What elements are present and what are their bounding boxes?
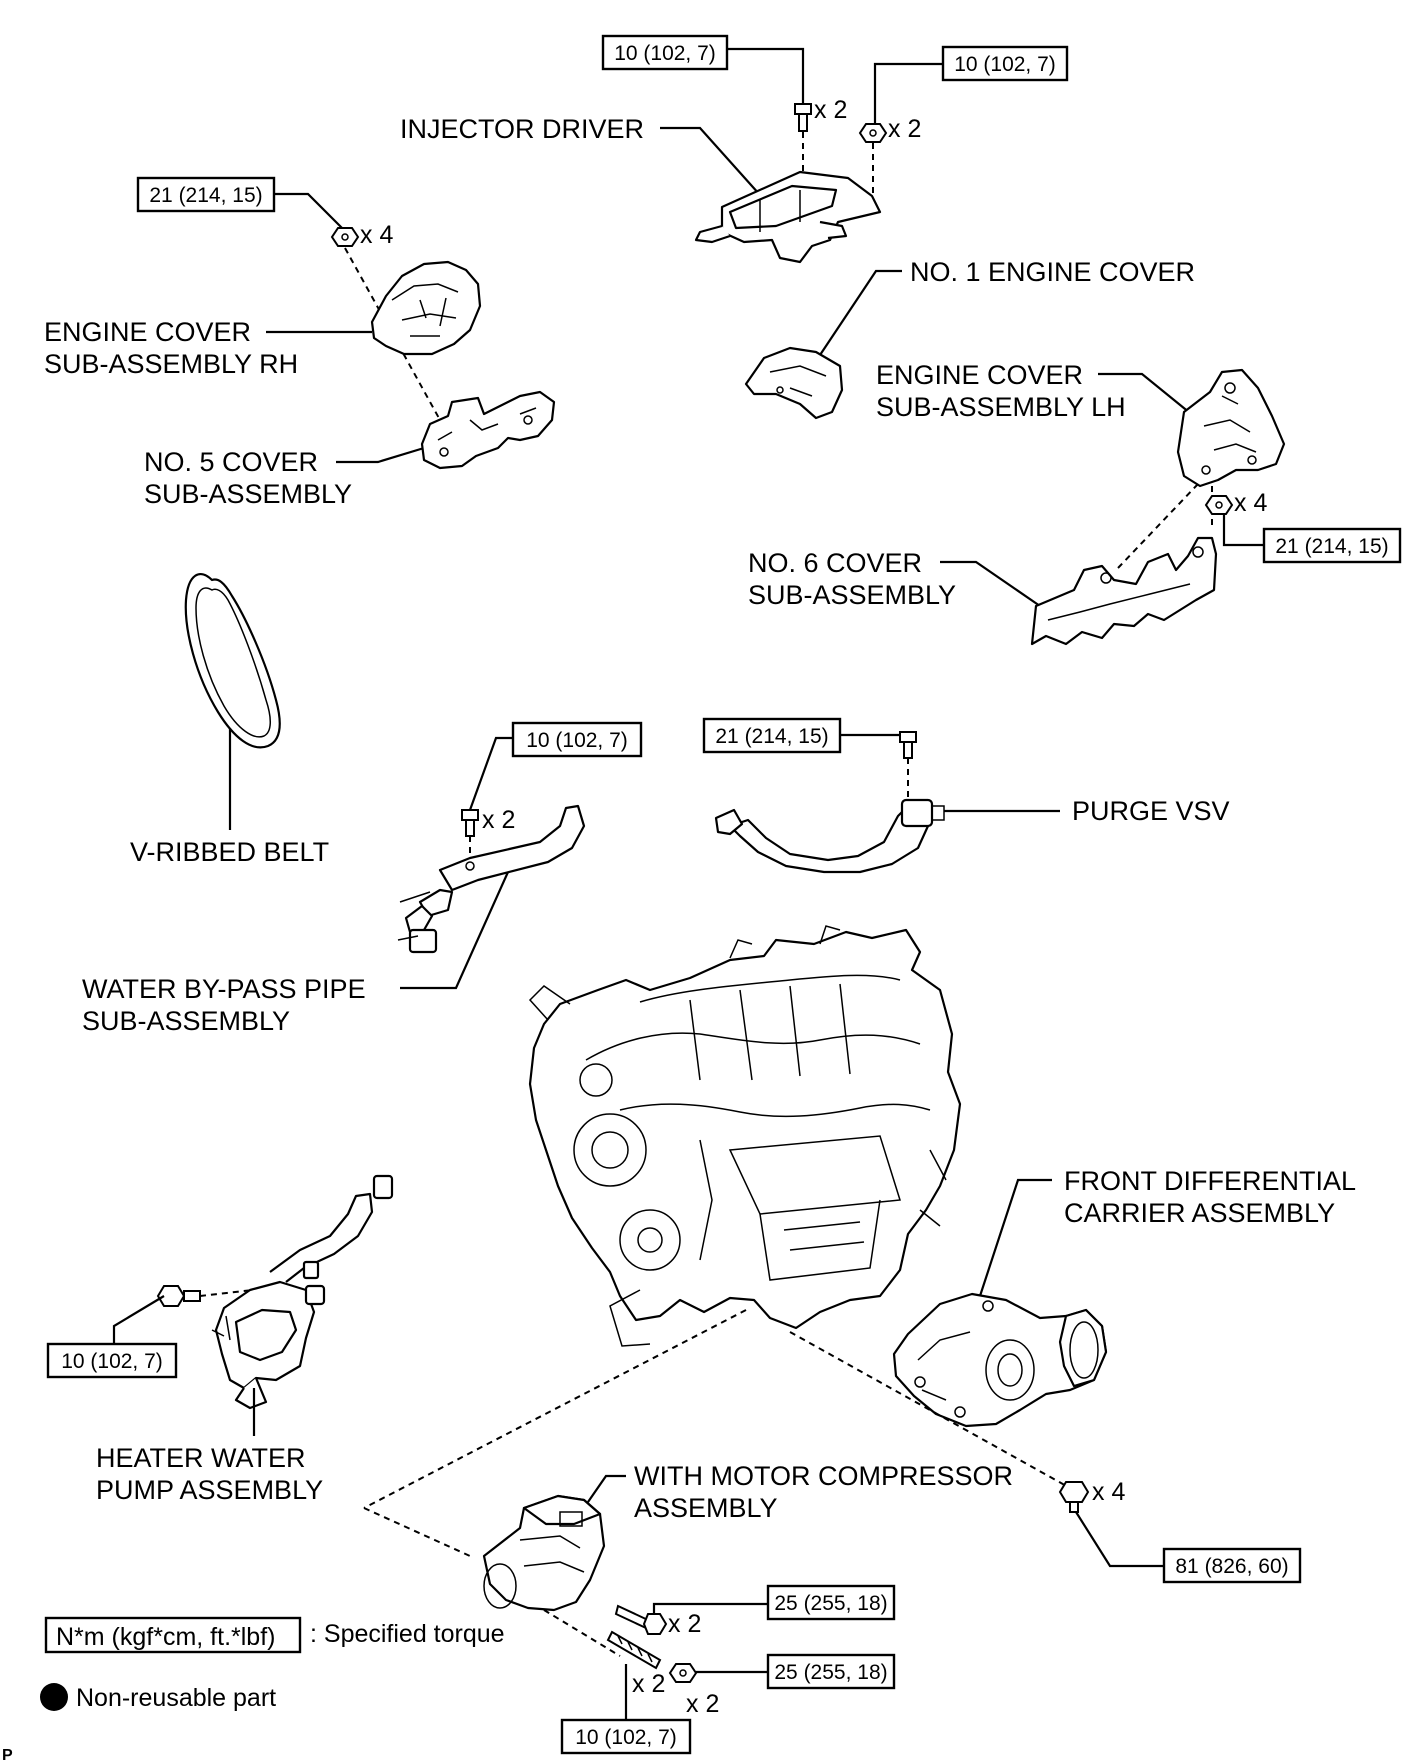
no6-cover-part — [1030, 536, 1218, 646]
label-engine-cover-lh-line2: SUB-ASSEMBLY LH — [876, 392, 1126, 422]
engine-cover-rh-group: 21 (214, 15) x 4 ENGINE COVER SUB-ASSEMB… — [44, 176, 482, 421]
torque-diff-bolt: 81 (826, 60) — [1175, 1555, 1288, 1578]
no5-cover-part — [420, 390, 556, 470]
nut-icon — [1204, 495, 1234, 515]
engine-cover-rh-part — [370, 260, 482, 356]
heater-pump-part — [211, 1174, 394, 1410]
no6-cover-group: NO. 6 COVER SUB-ASSEMBLY — [748, 536, 1218, 646]
legend-non-reusable: Non-reusable part — [76, 1684, 276, 1712]
compressor-part — [482, 1494, 606, 1612]
torque-box-diff-bolt — [1162, 1547, 1302, 1584]
engine-cover-lh-group: ENGINE COVER SUB-ASSEMBLY LH x 4 21 (214… — [876, 360, 1402, 569]
corner-mark: P — [2, 1747, 13, 1763]
torque-box-comp-stud — [560, 1718, 692, 1755]
label-heater-pump-line1: HEATER WATER — [96, 1443, 306, 1473]
torque-bypass-bolt: 10 (102, 7) — [526, 729, 628, 752]
label-v-ribbed-belt: V-RIBBED BELT — [130, 837, 329, 867]
label-compressor-line1: WITH MOTOR COMPRESSOR — [634, 1461, 1013, 1491]
bolt-icon — [1058, 1481, 1090, 1513]
qty-cover-rh-nut: x 4 — [360, 221, 393, 249]
torque-cover-lh-nut: 21 (214, 15) — [1275, 535, 1388, 558]
engine-cover-lh-part — [1176, 368, 1286, 488]
torque-comp-stud: 10 (102, 7) — [575, 1726, 677, 1749]
torque-box-heater-bolt — [46, 1342, 178, 1379]
label-engine-cover-rh-line2: SUB-ASSEMBLY RH — [44, 349, 298, 379]
purge-vsv-group: 21 (214, 15) PURGE VSV — [702, 717, 1230, 874]
no5-cover-group: NO. 5 COVER SUB-ASSEMBLY — [144, 390, 556, 509]
label-water-bypass-line2: SUB-ASSEMBLY — [82, 1006, 290, 1036]
engine-assembly-part — [528, 925, 962, 1347]
torque-heater-bolt: 10 (102, 7) — [61, 1350, 163, 1373]
qty-comp-bolt-upper: x 2 — [668, 1610, 701, 1638]
heater-pump-group: 10 (102, 7) HEATER WATER PUMP ASSEMBLY — [46, 1174, 394, 1505]
torque-box-injector-bolt — [601, 34, 729, 71]
torque-box-bypass-bolt — [511, 721, 643, 758]
torque-box-purge-bolt — [702, 717, 842, 754]
torque-comp-nut: 25 (255, 18) — [774, 1661, 887, 1684]
front-differential-group: FRONT DIFFERENTIAL CARRIER ASSEMBLY x 4 … — [789, 1166, 1356, 1584]
torque-cover-rh-nut: 21 (214, 15) — [149, 184, 262, 207]
torque-box-injector-nut — [941, 45, 1069, 82]
label-front-diff-line1: FRONT DIFFERENTIAL — [1064, 1166, 1356, 1196]
v-ribbed-belt-group: V-RIBBED BELT — [130, 573, 329, 867]
torque-box-cover-lh-nut — [1262, 527, 1402, 564]
torque-purge-bolt: 21 (214, 15) — [715, 725, 828, 748]
torque-injector-nut: 10 (102, 7) — [954, 53, 1056, 76]
label-front-diff-line2: CARRIER ASSEMBLY — [1064, 1198, 1335, 1228]
label-no6-cover-line2: SUB-ASSEMBLY — [748, 580, 956, 610]
bolt-icon — [794, 103, 812, 132]
water-bypass-part — [397, 804, 586, 954]
nut-icon — [858, 123, 888, 143]
qty-comp-nut: x 2 — [686, 1690, 719, 1718]
compressor-group: WITH MOTOR COMPRESSOR ASSEMBLY x 2 25 (2… — [363, 1309, 1013, 1755]
qty-bypass-bolt: x 2 — [482, 806, 515, 834]
legend: N*m (kgf*cm, ft.*lbf) : Specified torque… — [40, 1616, 505, 1712]
nut-icon — [330, 227, 360, 247]
legend-torque-desc: : Specified torque — [310, 1620, 505, 1648]
injector-driver-part — [694, 170, 882, 264]
qty-cover-lh-nut: x 4 — [1234, 489, 1267, 517]
label-injector-driver: INJECTOR DRIVER — [400, 114, 644, 144]
label-water-bypass-line1: WATER BY-PASS PIPE — [82, 974, 366, 1004]
injector-driver-group: 10 (102, 7) 10 (102, 7) x 2 x 2 INJECTOR… — [400, 34, 1069, 264]
bolt-icon — [899, 731, 917, 759]
qty-diff-bolt: x 4 — [1092, 1478, 1125, 1506]
label-no6-cover-line1: NO. 6 COVER — [748, 548, 922, 578]
bolt-icon — [156, 1285, 201, 1307]
qty-injector-nut: x 2 — [888, 115, 921, 143]
label-no1-engine-cover: NO. 1 ENGINE COVER — [910, 257, 1195, 287]
legend-torque-box — [44, 1616, 302, 1654]
torque-box-comp-nut — [766, 1653, 896, 1690]
bolt-icon — [614, 1604, 668, 1635]
label-heater-pump-line2: PUMP ASSEMBLY — [96, 1475, 323, 1505]
label-no5-cover-line1: NO. 5 COVER — [144, 447, 318, 477]
purge-vsv-part — [714, 798, 945, 874]
label-compressor-line2: ASSEMBLY — [634, 1493, 778, 1523]
qty-injector-bolt: x 2 — [814, 96, 847, 124]
torque-comp-bolt-upper: 25 (255, 18) — [774, 1592, 887, 1615]
no1-engine-cover-part — [744, 346, 844, 420]
no1-engine-cover-group: NO. 1 ENGINE COVER — [744, 257, 1195, 420]
label-engine-cover-lh-line1: ENGINE COVER — [876, 360, 1083, 390]
water-bypass-group: 10 (102, 7) x 2 WATER BY-PASS PIPE SUB-A… — [82, 721, 643, 1036]
stud-bolt-icon — [606, 1630, 662, 1670]
torque-box-comp-bolt-upper — [766, 1584, 896, 1621]
nut-icon — [668, 1663, 698, 1683]
torque-box-cover-rh-nut — [136, 176, 276, 213]
label-purge-vsv: PURGE VSV — [1072, 796, 1230, 826]
label-engine-cover-rh-line1: ENGINE COVER — [44, 317, 251, 347]
bolt-icon — [461, 809, 479, 837]
non-reusable-dot-icon — [40, 1683, 68, 1711]
label-no5-cover-line2: SUB-ASSEMBLY — [144, 479, 352, 509]
front-differential-part — [892, 1292, 1108, 1428]
torque-injector-bolt: 10 (102, 7) — [614, 42, 716, 65]
qty-comp-stud: x 2 — [632, 1670, 665, 1698]
legend-torque-format: N*m (kgf*cm, ft.*lbf) — [56, 1623, 275, 1651]
